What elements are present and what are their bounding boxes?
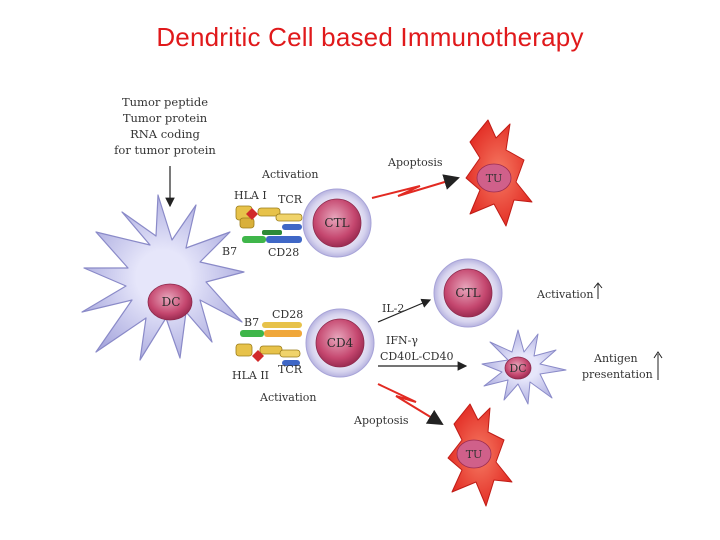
dc-main-label: DC	[162, 295, 181, 309]
il2-arrow	[377, 298, 432, 323]
cd4-cell: CD4	[305, 308, 375, 378]
antigen-source-list: Tumor peptide Tumor protein RNA coding f…	[114, 95, 216, 157]
antigen-source-3: RNA coding	[130, 127, 200, 141]
ctl-cell-upper: CTL	[302, 188, 372, 258]
il2-label: IL-2	[382, 302, 404, 315]
b7-top-label: B7	[222, 245, 237, 258]
slide-title: Dendritic Cell based Immunotherapy	[156, 22, 584, 52]
cd4-label: CD4	[327, 336, 354, 350]
apoptosis-arrow-top	[371, 174, 460, 199]
antigen-source-2: Tumor protein	[123, 111, 208, 125]
dc-small-label: DC	[509, 362, 526, 375]
ctl-activated-label: CTL	[455, 286, 480, 300]
activation-bottom-label: Activation	[259, 391, 316, 404]
activation-right-label: Activation	[536, 288, 593, 301]
b7-bottom-label: B7	[244, 316, 259, 329]
tcr-bottom-label: TCR	[278, 363, 303, 376]
apoptosis-arrow-bottom	[377, 383, 444, 426]
hla-ii-label: HLA II	[232, 369, 269, 382]
activation-top-label: Activation	[261, 168, 318, 181]
antigen-label: Antigen	[593, 352, 638, 365]
antigen-source-1: Tumor peptide	[122, 95, 208, 109]
hla-i-label: HLA I	[234, 189, 267, 202]
ctl-upper-label: CTL	[324, 216, 349, 230]
upper-synapse	[235, 205, 303, 243]
cd40-label: CD40L-CD40	[380, 350, 454, 363]
cd28-bottom-label: CD28	[272, 308, 303, 321]
tumor-bottom-label: TU	[466, 448, 483, 461]
lower-synapse	[235, 322, 302, 366]
up-arrow-activation	[593, 282, 603, 299]
dendritic-cell-small: DC	[481, 329, 567, 405]
antigen-source-4: for tumor protein	[114, 143, 216, 157]
up-arrow-presentation	[653, 351, 663, 380]
ifn-label: IFN-γ	[386, 334, 418, 347]
tumor-top-label: TU	[486, 172, 503, 185]
apoptosis-bottom-label: Apoptosis	[353, 414, 409, 427]
dendritic-cell-main: DC	[81, 194, 245, 361]
tumor-cell-top: TU	[465, 119, 533, 227]
tcr-top-label: TCR	[278, 193, 303, 206]
presentation-label: presentation	[582, 368, 653, 381]
apoptosis-top-label: Apoptosis	[387, 156, 443, 169]
tumor-cell-bottom: TU	[447, 403, 513, 507]
ctl-cell-activated: CTL	[433, 258, 503, 328]
cd28-top-label: CD28	[268, 246, 299, 259]
